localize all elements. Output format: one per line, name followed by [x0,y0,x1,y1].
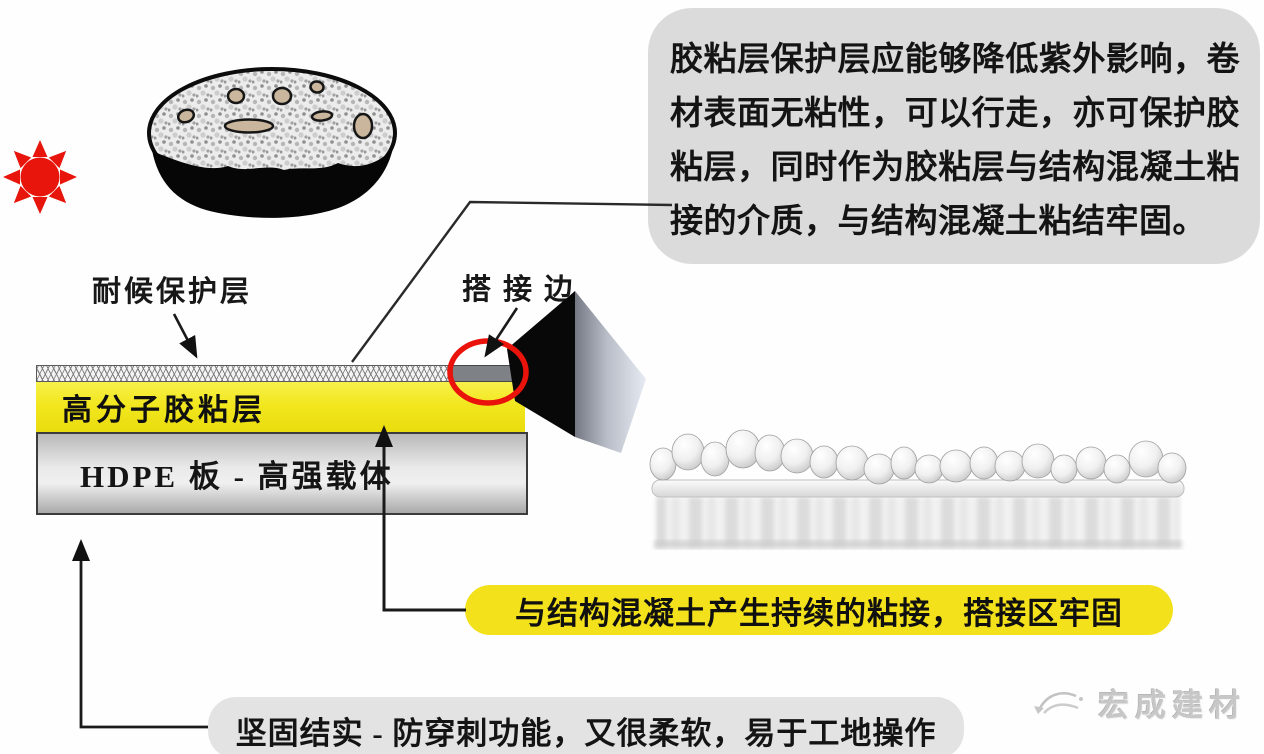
lap-edge-label: 搭接边 [462,274,586,306]
sturdy-callout-text: 坚固结实 - 防穿刺功能，又很柔软，易于工地操作 [235,716,937,751]
adhesive-texture-photo [649,429,1187,549]
sun-icon [3,140,77,214]
lap-edge-bar [452,365,523,382]
hdpe-layer-label: HDPE 板 - 高强载体 [80,459,394,494]
info-box: 胶粘层保护层应能够降低紫外影响，卷材表面无粘性，可以行走，亦可保护胶粘层，同时作… [648,8,1260,264]
sturdy-callout: 坚固结实 - 防穿刺功能，又很柔软，易于工地操作 [208,697,964,754]
bonding-callout: 与结构混凝土产生持续的粘接，搭接区牢固 [465,585,1173,635]
bird-swoosh-icon [1034,691,1083,714]
adhesive-layer-band: 高分子胶粘层 [36,382,525,432]
weather-layer-label: 耐候保护层 [92,276,253,308]
hdpe-layer-band: HDPE 板 - 高强载体 [36,432,528,515]
info-box-text: 胶粘层保护层应能够降低紫外影响，卷材表面无粘性，可以行走，亦可保护胶粘层，同时作… [670,42,1240,240]
brand-watermark: 宏成建材 [1032,680,1246,725]
brand-name: 宏成建材 [1098,688,1246,723]
concrete-aggregate-illustration [147,67,397,218]
bonding-callout-text: 与结构混凝土产生持续的粘接，搭接区牢固 [515,595,1123,631]
adhesive-layer-label: 高分子胶粘层 [62,394,266,427]
weather-protection-layer-band [36,365,452,382]
